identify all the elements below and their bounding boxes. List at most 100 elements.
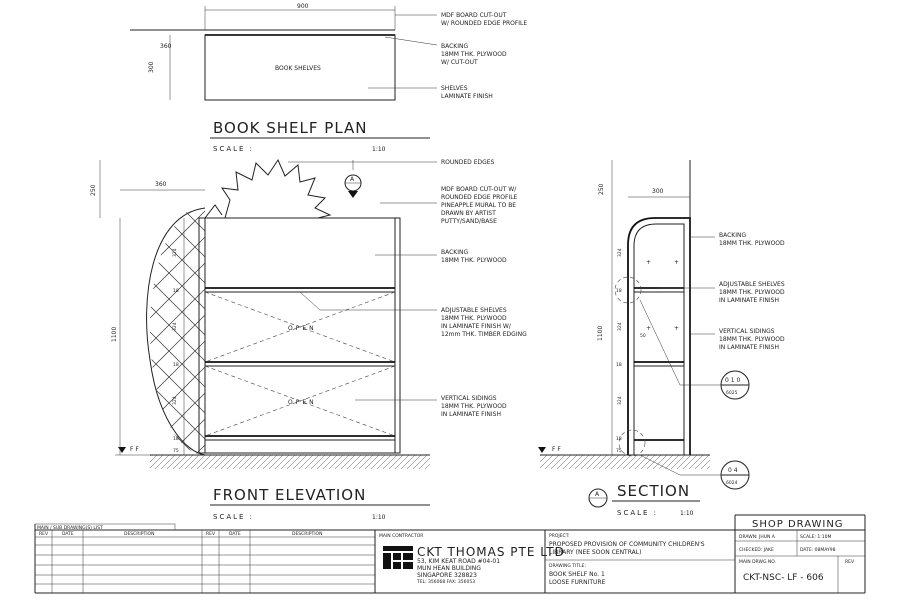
drawing-text: REV: [845, 559, 855, 565]
drawing-text: 18MM THK. PLYWOOD: [441, 257, 507, 264]
drawing-text: VERTICAL SIDINGS: [719, 328, 775, 335]
drawing-text: W/ CUT-OUT: [441, 59, 478, 66]
drawing-text: 1:10: [680, 510, 694, 517]
drawing-text: MAIN CONTRACTOR: [379, 533, 423, 539]
drawing-text: BACKING: [441, 249, 468, 256]
drawing-text: BACKING: [719, 232, 746, 239]
drawing-text: PUTTY/SAND/BASE: [441, 218, 497, 225]
drawing-text: 1100: [597, 326, 604, 341]
plan-scale-label: SCALE :: [213, 145, 254, 153]
drawing-text: LOOSE FURNITURE: [549, 579, 606, 586]
drawing-text: CHECKED: JAKE: [739, 547, 774, 553]
section-vertical-dims: 324 18 324 18 324 18 75: [616, 248, 623, 454]
drawing-text: 324: [172, 248, 178, 257]
drawing-text: 18MM THK. PLYWOOD: [441, 51, 507, 58]
drawing-text: 18MM THK. PLYWOOD: [719, 289, 785, 296]
drawing-text: 250: [90, 184, 97, 196]
drawing-text: MDF BOARD CUT-OUT: [441, 12, 507, 19]
drawing-text: IN LAMINATE FINISH: [719, 344, 779, 351]
drawing-text: 360: [155, 181, 167, 188]
drawing-text: BOOK SHELF No. 1: [549, 571, 605, 578]
pineapple-leaves: [220, 158, 332, 219]
drawing-text: SHELVES: [441, 85, 468, 92]
drawing-text: DESCRIPTION: [292, 531, 322, 537]
drawing-text: 18MM THK. PLYWOOD: [441, 403, 507, 410]
drawing-text: REV: [206, 531, 216, 537]
svg-text:+: +: [674, 259, 679, 266]
detail-callout: 0 4 6024: [720, 460, 750, 490]
detail-callout: 0 1 0 6025: [720, 370, 750, 400]
drawing-text: 12mm THK. TIMBER EDGING: [441, 331, 527, 338]
drawing-text: 324: [617, 322, 623, 331]
drawing-text: 18: [616, 288, 622, 294]
drawing-text: 75: [173, 448, 179, 454]
plan-scale-value: 1:10: [372, 146, 386, 153]
drawing-text: DRAWING TITLE:: [549, 563, 586, 569]
drawing-text: BACKING: [441, 43, 468, 50]
front-notes: ROUNDED EDGES MDF BOARD CUT-OUT W/ROUNDE…: [441, 159, 527, 418]
drawing-text: 18MM THK. PLYWOOD: [719, 336, 785, 343]
drawing-text: F F: [552, 446, 561, 453]
drawing-text: 324: [617, 396, 623, 405]
drawing-text: 0 1 0: [725, 377, 740, 384]
drawing-text: SCALE :: [213, 513, 254, 521]
book-shelf-plan: 900 360 300 BOOK SHELVES MDF BOARD CUT-O…: [130, 3, 527, 153]
contractor-name: CKT THOMAS PTE LTD: [417, 545, 565, 559]
drawing-text: DATE: [229, 531, 241, 537]
drawing-text: REV: [39, 531, 49, 537]
drawing-text: SCALE :: [617, 509, 658, 517]
drawing-text: 6024: [726, 480, 738, 486]
section-notes: BACKING 18MM THK. PLYWOOD ADJUSTABLE SHEL…: [719, 232, 785, 351]
drawing-text: 53, KIM KEAT ROAD #04-01: [417, 558, 500, 565]
front-vertical-dims: 324 18 324 18 324 18 75: [172, 248, 179, 454]
section-view: ++++ 50 F F 250 1100 300 324 18 324 18 3…: [538, 160, 785, 517]
drawing-text: MAIN DRWG NO.: [739, 559, 776, 565]
drawing-text: ROUNDED EDGES: [441, 159, 495, 166]
drawing-text: MDF BOARD CUT-OUT W/: [441, 186, 517, 193]
sheet-type: SHOP DRAWING: [752, 519, 844, 530]
svg-text:+: +: [646, 259, 651, 266]
front-title: FRONT ELEVATION: [213, 486, 366, 504]
drawing-text: LAMINATE FINISH: [441, 93, 493, 100]
drawing-text: 0 4: [728, 467, 738, 474]
open-label: OPEN: [288, 399, 317, 406]
drawing-text: IN LAMINATE FINISH: [719, 297, 779, 304]
drawing-text: ROUNDED EDGE PROFILE: [441, 194, 518, 201]
open-label: OPEN: [288, 325, 317, 332]
drawing-text: 18: [173, 436, 179, 442]
drawing-text: 6025: [726, 390, 738, 396]
plan-outline: [204, 34, 396, 101]
drawing-text: VERTICAL SIDINGS: [441, 395, 497, 402]
drawing-text: DRAWN BY ARTIST: [441, 210, 496, 217]
floor-level-marker-icon: [118, 447, 126, 453]
drawing-text: ADJUSTABLE SHELVES: [719, 281, 785, 288]
drawing-text: 1:10: [372, 514, 386, 521]
drawing-text: PINEAPPLE MURAL TO BE: [441, 202, 516, 209]
front-elevation: OPEN OPEN F F 250 360 1100 324 18 324 18…: [90, 158, 527, 521]
drawing-text: 18MM THK. PLYWOOD: [441, 315, 507, 322]
drawing-text: DATE: [62, 531, 74, 537]
drawing-text: LIBRARY (NEE SOON CENTRAL): [549, 549, 641, 556]
drawing-text: 18: [173, 288, 179, 294]
drawing-number: CKT-NSC- LF - 606: [743, 573, 824, 583]
drawing-text: PROJECT:: [549, 533, 569, 539]
ff-label: F F: [130, 446, 139, 453]
drawing-text: 324: [172, 396, 178, 405]
plan-dim-360: 360: [160, 43, 172, 50]
drawing-text: W/ ROUNDED EDGE PROFILE: [441, 20, 527, 27]
drawing-text: ADJUSTABLE SHELVES: [441, 307, 507, 314]
plan-center-label: BOOK SHELVES: [275, 65, 321, 72]
drawing-text: 18: [616, 362, 622, 368]
drawing-text: 18: [616, 436, 622, 442]
drawing-text: SCALE: 1:10M: [800, 534, 831, 540]
drawing-text: SINGAPORE 328823: [417, 572, 477, 579]
drawing-text: A: [350, 176, 355, 183]
drawing-text: 300: [652, 188, 664, 195]
drawing-text: 50: [640, 333, 646, 339]
drawing-text: 250: [598, 183, 605, 195]
drawing-text: DESCRIPTION: [124, 531, 154, 537]
drawing-text: 18: [173, 362, 179, 368]
drawing-text: 75: [616, 448, 622, 454]
